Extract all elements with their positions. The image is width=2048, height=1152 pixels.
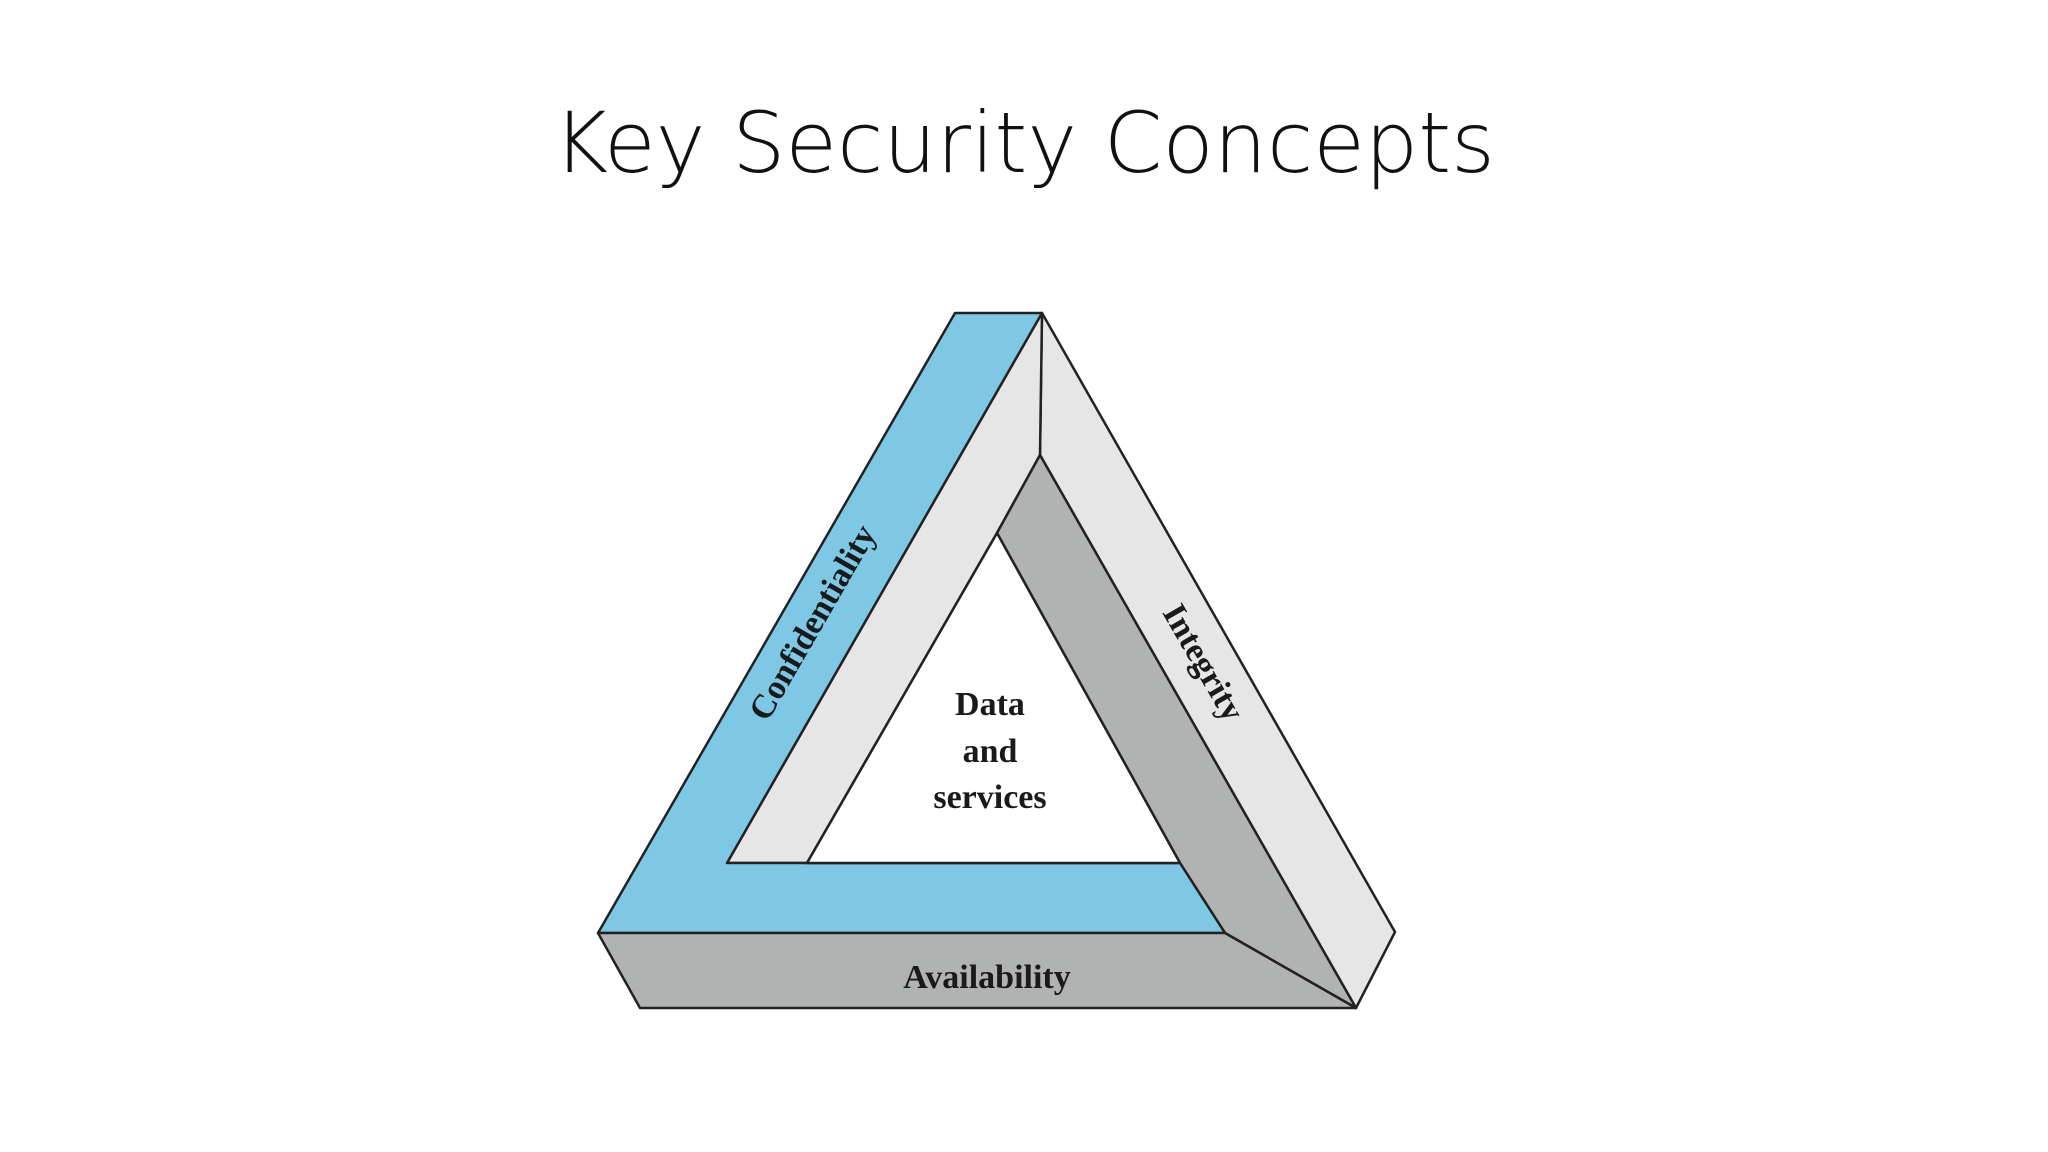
center-label-line1: Data [955, 686, 1025, 723]
center-label-line3: services [933, 779, 1046, 816]
center-label-line2: and [963, 733, 1018, 770]
data-services-triangle [805, 531, 1182, 865]
availability-face [596, 931, 1358, 1010]
availability-label: Availability [903, 959, 1071, 996]
slide-title: Key Security Concepts [553, 94, 1495, 192]
